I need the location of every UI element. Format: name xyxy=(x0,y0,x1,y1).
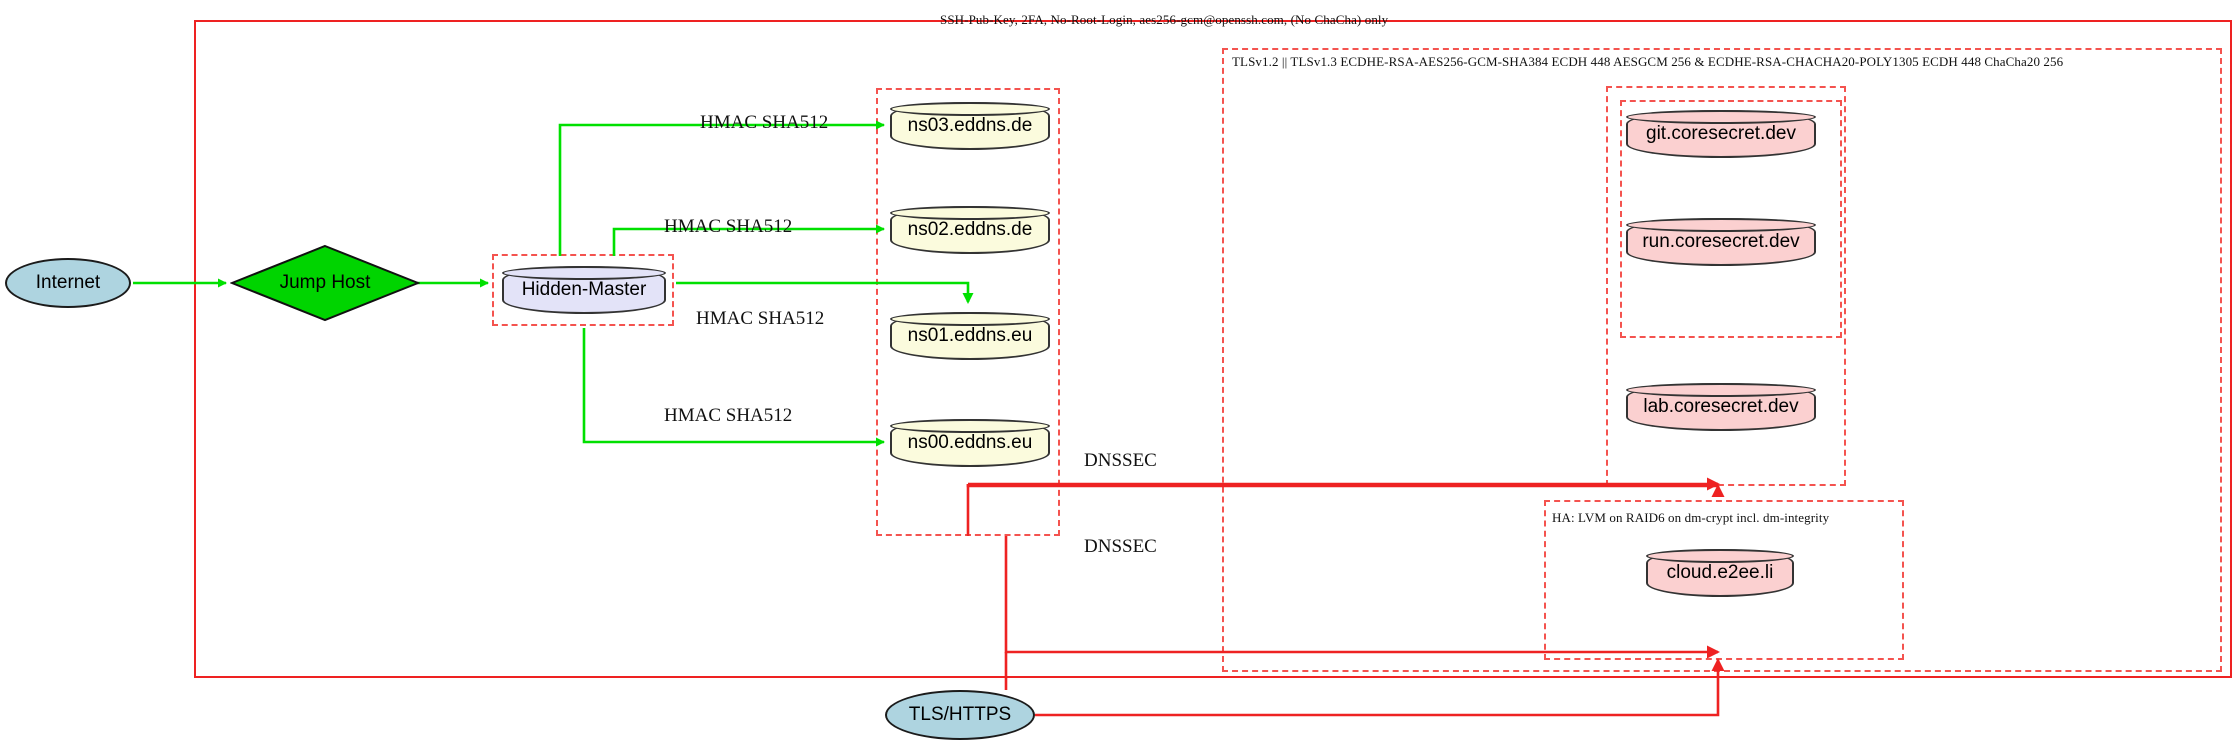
cylinder-cap xyxy=(502,266,666,280)
node-hidden-master-label: Hidden-Master xyxy=(521,279,647,300)
node-jump-host[interactable]: Jump Host xyxy=(229,244,421,322)
node-ns00-label: ns00.eddns.eu xyxy=(907,432,1033,453)
cylinder-cap xyxy=(1626,110,1816,124)
node-internet[interactable]: Internet xyxy=(5,258,131,308)
node-git-coresecret[interactable]: git.coresecret.dev xyxy=(1626,110,1816,158)
hidden-master-boundary-box xyxy=(492,254,674,326)
edge-label-hmac-ns03: HMAC SHA512 xyxy=(700,112,829,133)
ssh-boundary-label: SSH-Pub-Key, 2FA, No-Root-Login, aes256-… xyxy=(940,12,1389,27)
ssh-boundary-box xyxy=(194,20,2232,678)
tls-boundary-box xyxy=(1222,48,2222,672)
node-run-coresecret[interactable]: run.coresecret.dev xyxy=(1626,218,1816,266)
node-tls-https[interactable]: TLS/HTTPS xyxy=(885,690,1035,740)
edge-label-dnssec-upper: DNSSEC xyxy=(1084,450,1157,471)
cylinder-cap xyxy=(1626,383,1816,397)
node-ns03-label: ns03.eddns.de xyxy=(907,115,1033,136)
cylinder-cap xyxy=(890,206,1050,220)
node-ns03[interactable]: ns03.eddns.de xyxy=(890,102,1050,150)
coresecret-inner-box xyxy=(1620,100,1842,338)
cylinder-cap xyxy=(890,419,1050,433)
edge-label-hmac-ns02: HMAC SHA512 xyxy=(664,216,793,237)
node-cloud-e2ee[interactable]: cloud.e2ee.li xyxy=(1646,549,1794,597)
node-ns00[interactable]: ns00.eddns.eu xyxy=(890,419,1050,467)
node-ns01-label: ns01.eddns.eu xyxy=(907,325,1033,346)
cylinder-cap xyxy=(1646,549,1794,563)
node-hidden-master[interactable]: Hidden-Master xyxy=(502,266,666,314)
ha-boundary-label: HA: LVM on RAID6 on dm-crypt incl. dm-in… xyxy=(1552,510,1830,525)
cylinder-cap xyxy=(890,312,1050,326)
node-lab-coresecret[interactable]: lab.coresecret.dev xyxy=(1626,383,1816,431)
node-jump-host-label: Jump Host xyxy=(279,272,371,293)
cylinder-cap xyxy=(890,102,1050,116)
node-ns01[interactable]: ns01.eddns.eu xyxy=(890,312,1050,360)
cylinder-cap xyxy=(1626,218,1816,232)
node-internet-label: Internet xyxy=(35,272,101,293)
jump-host-shape xyxy=(229,244,421,322)
edge-label-hmac-ns00: HMAC SHA512 xyxy=(664,405,793,426)
node-run-coresecret-label: run.coresecret.dev xyxy=(1642,231,1800,252)
node-ns02[interactable]: ns02.eddns.de xyxy=(890,206,1050,254)
edge-label-dnssec-lower: DNSSEC xyxy=(1084,536,1157,557)
node-ns02-label: ns02.eddns.de xyxy=(907,219,1033,240)
node-cloud-e2ee-label: cloud.e2ee.li xyxy=(1666,562,1774,583)
node-lab-coresecret-label: lab.coresecret.dev xyxy=(1643,396,1799,417)
tls-boundary-label: TLSv1.2 || TLSv1.3 ECDHE-RSA-AES256-GCM-… xyxy=(1232,54,2064,69)
node-tls-https-label: TLS/HTTPS xyxy=(908,704,1012,725)
coresecret-outer-box xyxy=(1606,86,1846,486)
edge-label-hmac-ns01: HMAC SHA512 xyxy=(696,308,825,329)
node-git-coresecret-label: git.coresecret.dev xyxy=(1646,123,1796,144)
